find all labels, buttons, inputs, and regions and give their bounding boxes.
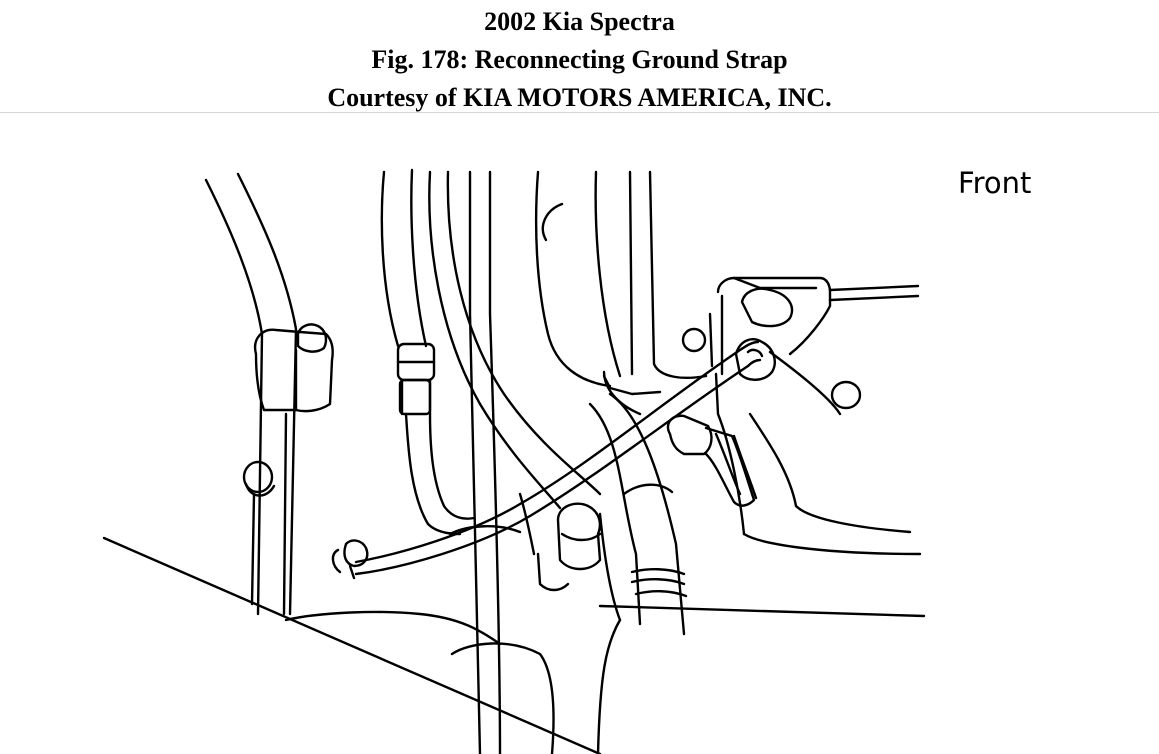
- center-plug-cap: [536, 502, 602, 592]
- ground-bracket: [708, 276, 920, 376]
- upper-reservoir: [534, 170, 708, 396]
- center-left-hose: [380, 168, 476, 536]
- right-sensor-connector: [666, 414, 758, 507]
- line-art-drawing: [102, 168, 926, 754]
- front-direction-label: Front: [958, 166, 1032, 200]
- ground-strap-cable: [331, 340, 762, 580]
- ground-strap-illustration: Front: [0, 114, 1159, 754]
- figure-header: 2002 Kia Spectra Fig. 178: Reconnecting …: [0, 0, 1159, 113]
- vehicle-title: 2002 Kia Spectra: [484, 7, 675, 36]
- left-frame-lines: [250, 412, 288, 616]
- left-pipe-clamp: [253, 323, 334, 413]
- left-small-tubes: [448, 492, 536, 556]
- left-pipe-bolt: [242, 460, 276, 497]
- lower-diagonal-panel: [102, 536, 602, 754]
- panel-holes: [681, 327, 862, 410]
- courtesy-line: Courtesy of KIA MOTORS AMERICA, INC.: [327, 83, 832, 112]
- central-pipe-bundle: [428, 170, 602, 754]
- right-body-panel: [596, 350, 926, 754]
- lower-center-hose: [588, 392, 688, 636]
- figure-caption: Fig. 178: Reconnecting Ground Strap: [371, 45, 788, 74]
- strap-bracket-terminal: [734, 338, 776, 381]
- left-bent-pipe: [204, 172, 298, 616]
